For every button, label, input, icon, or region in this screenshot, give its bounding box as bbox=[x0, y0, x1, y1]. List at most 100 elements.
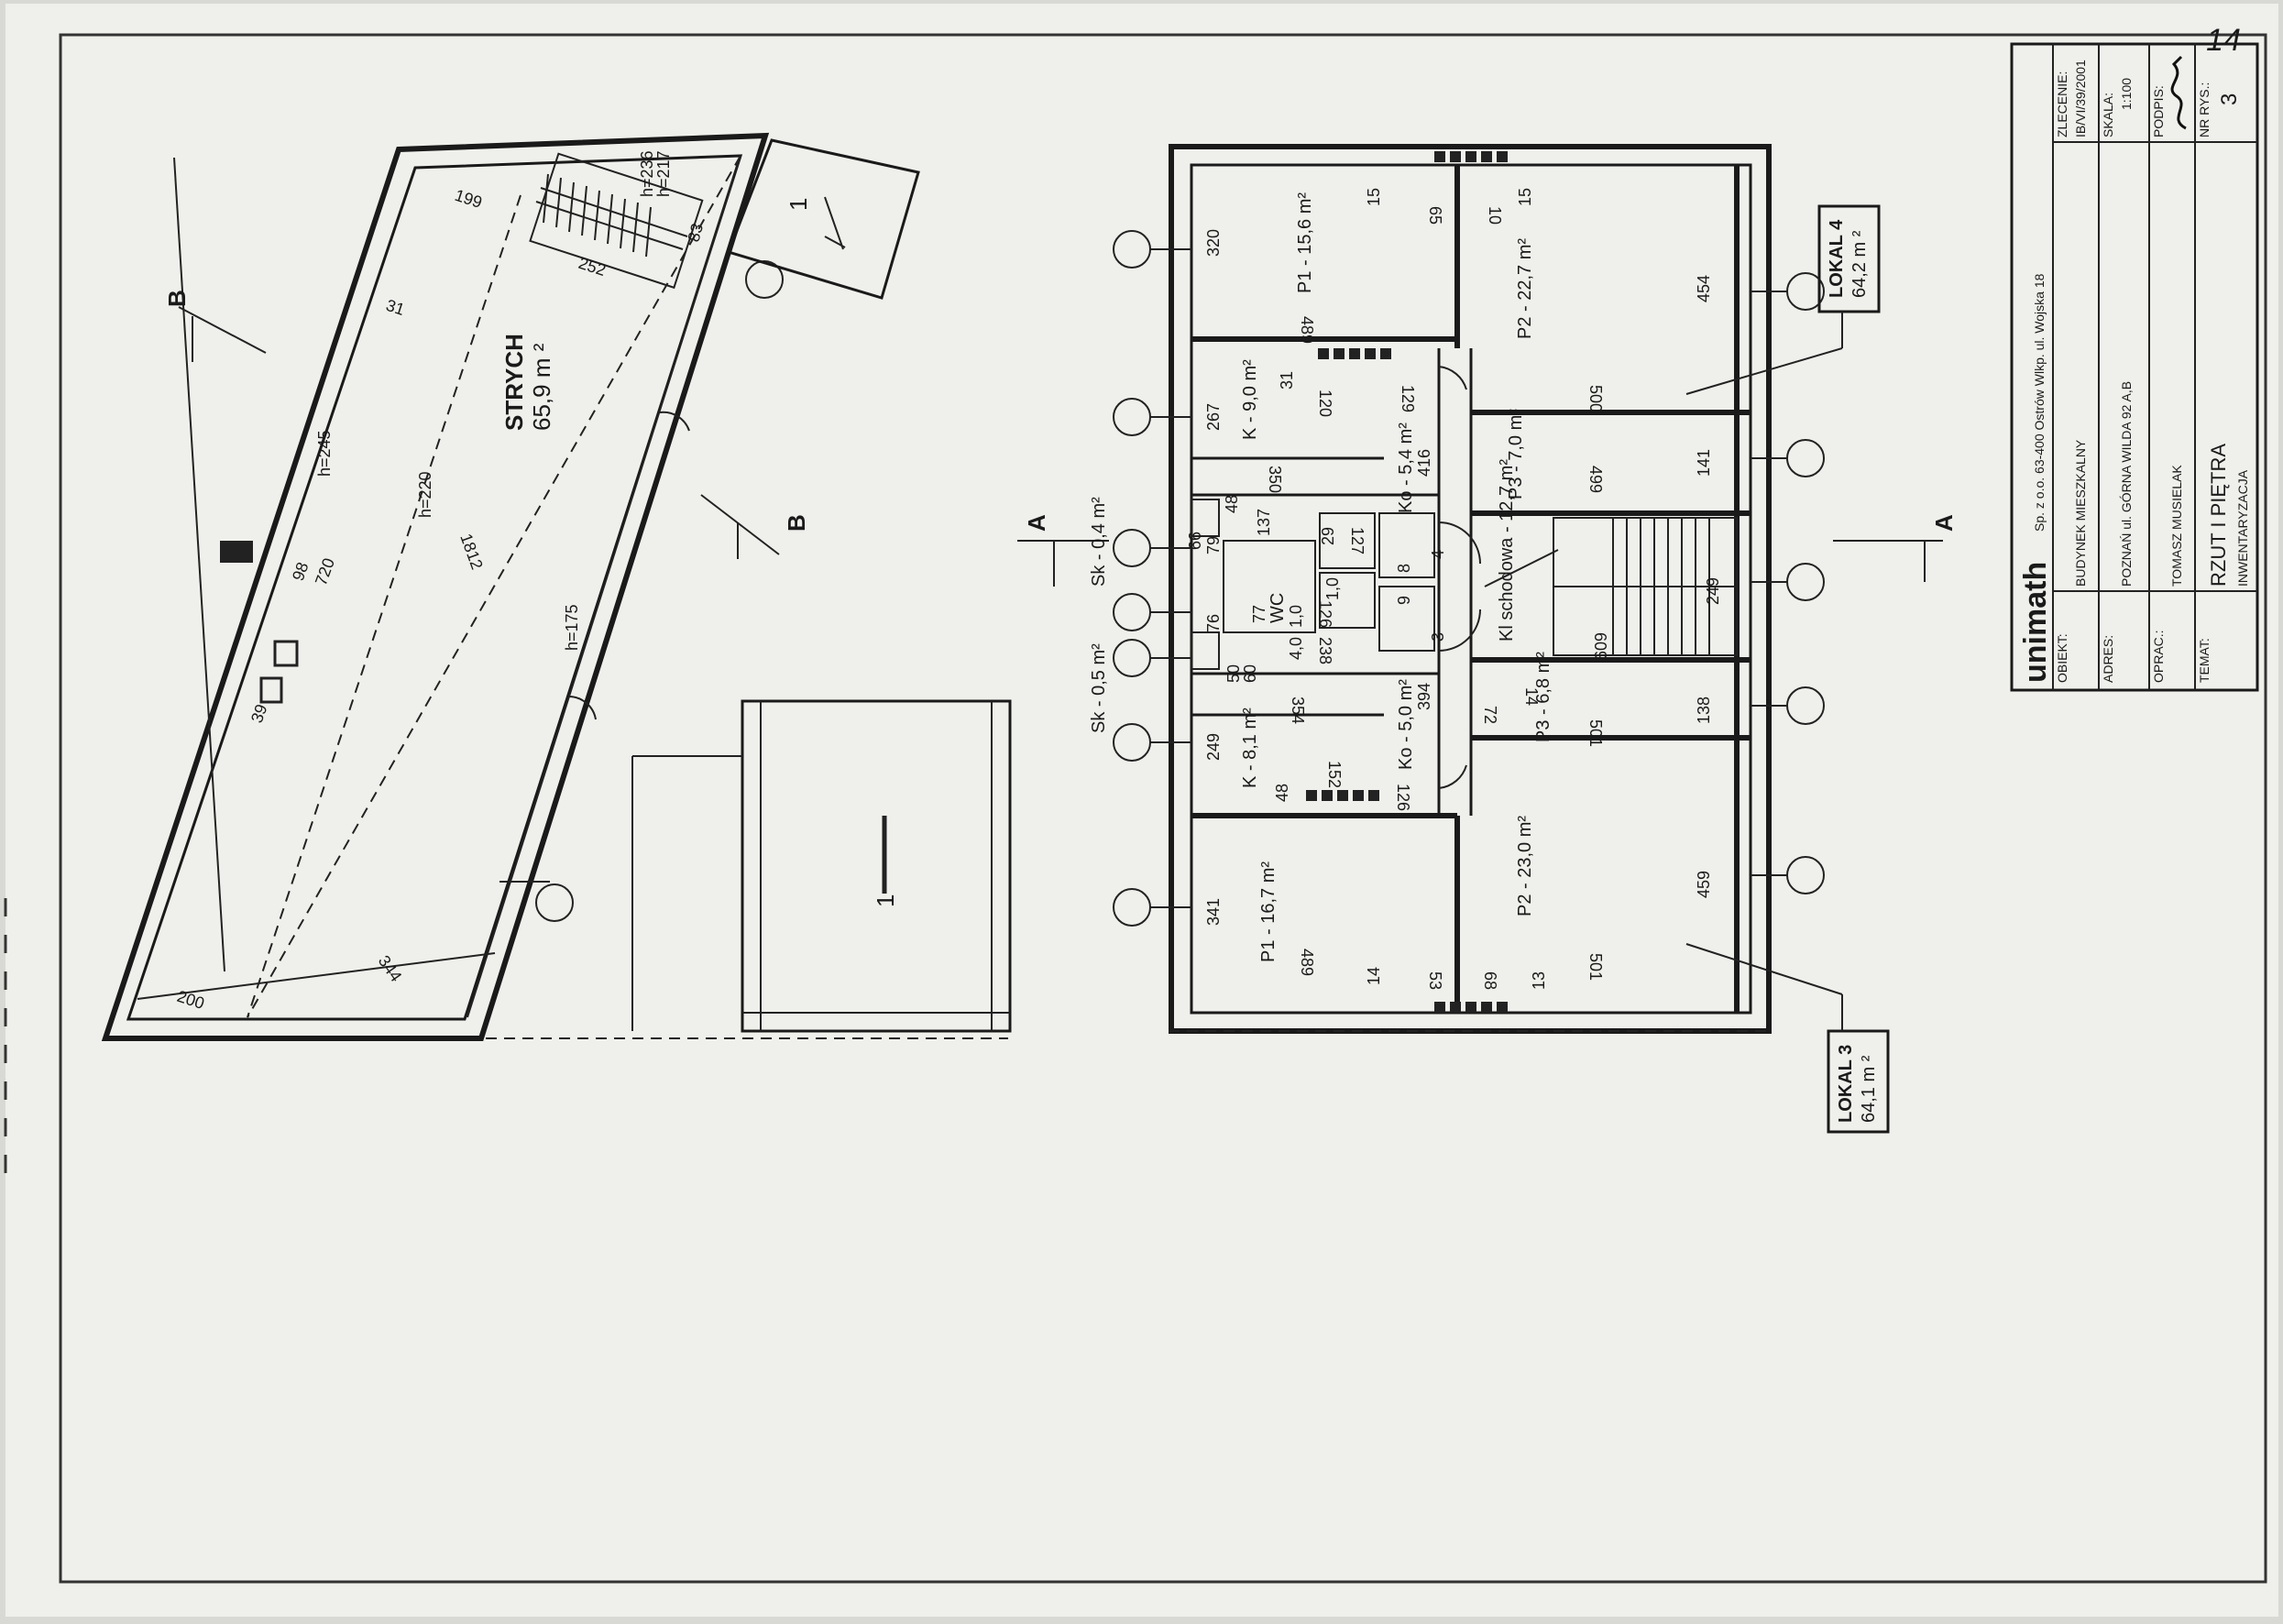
temat-value: RZUT I PIĘTRA bbox=[2207, 444, 2230, 587]
dim-wc-6: 76 bbox=[1204, 614, 1223, 632]
dim-wc-3: 126 bbox=[1316, 600, 1334, 628]
temat-sub-value: INWENTARYZACJA bbox=[2235, 469, 2250, 587]
adjacent-buildings: 1 1 bbox=[486, 138, 1012, 1039]
attic-inner-wall bbox=[126, 154, 743, 1021]
lokal-3-name: LOKAL 3 bbox=[1836, 1045, 1856, 1123]
dim-p2-bottom-b: 501 bbox=[1586, 953, 1605, 981]
obiekt-value: BUDYNEK MIESZKALNY bbox=[2073, 439, 2088, 587]
chimney-vents bbox=[1306, 151, 1508, 1013]
room-p3-top: P3 - 7,0 m² bbox=[1506, 409, 1526, 499]
lokal-3-box bbox=[1827, 1029, 1890, 1134]
dim-stair-c: 4 bbox=[1429, 550, 1447, 559]
dim-wc-5: 79 bbox=[1204, 536, 1223, 554]
nr-rys-label: NR RYS.: bbox=[2197, 82, 2212, 137]
dim-p2-top-b: 500 bbox=[1586, 385, 1605, 412]
attic-plan: B B STRYCH 65,9 m ² h=245 h=220 h=175 h=… bbox=[101, 132, 810, 1041]
attic-room-name: STRYCH bbox=[500, 334, 528, 431]
dim-p1-top-c: 15 bbox=[1365, 188, 1383, 206]
dim-ko-bottom-b: 126 bbox=[1394, 784, 1412, 811]
axis-markers bbox=[1113, 230, 1825, 927]
dim-k-top-d: 129 bbox=[1399, 385, 1417, 412]
nr-rys-value: 3 bbox=[2217, 93, 2242, 105]
room-ko-top: Ko - 5,4 m² bbox=[1396, 422, 1416, 513]
dim-wc-1: 137 bbox=[1255, 509, 1273, 536]
title-block: unimath Sp. z o.o. 63-400 Ostrów Wlkp. u… bbox=[2010, 23, 2259, 692]
dim-wc-13: 8 bbox=[1395, 564, 1413, 573]
dim-p1-bottom-c: 14 bbox=[1365, 967, 1383, 985]
attic-stairs bbox=[529, 152, 704, 290]
door-icon bbox=[1438, 521, 1481, 565]
floor-plan: A A P1 - 15,6 m² 320 489 15 65 P2 - 22,7… bbox=[1017, 144, 1958, 1134]
obiekt-label: OBIEKT: bbox=[2055, 633, 2069, 683]
oprac-value: TOMASZ MUSIELAK bbox=[2169, 465, 2184, 587]
room-k-bottom: K - 8,1 m² bbox=[1240, 708, 1260, 788]
dim-stair-d: 3 bbox=[1429, 632, 1447, 642]
room-staircase: Kl schodowa - 12,7 m² bbox=[1497, 459, 1517, 642]
dim-p1-bottom-b: 489 bbox=[1298, 949, 1316, 976]
lokal-4-name: LOKAL 4 bbox=[1827, 219, 1847, 298]
dim-k-top-a: 267 bbox=[1204, 403, 1223, 431]
skala-value: 1:100 bbox=[2119, 78, 2134, 110]
room-ko-bottom: Ko - 5,0 m² bbox=[1396, 679, 1416, 770]
dim-wc-2: 127 bbox=[1348, 527, 1367, 554]
attic-height-2: h=220 bbox=[416, 471, 434, 518]
adjacent-building-number-1: 1 bbox=[785, 198, 812, 211]
lokal-4-area: 64,2 m ² bbox=[1849, 230, 1870, 298]
dim-p3-bottom-d: 14 bbox=[1522, 687, 1541, 706]
dim-p2-bottom-d: 13 bbox=[1530, 971, 1548, 990]
dim-ko-bottom-a: 394 bbox=[1415, 683, 1433, 710]
dim-wc-16: 1,0 bbox=[1287, 605, 1305, 628]
dim-p3-bottom-a: 501 bbox=[1586, 719, 1605, 747]
dim-k-top-b: 31 bbox=[1278, 371, 1296, 390]
adres-value: POZNAŃ ul. GÓRNA WILDA 92 A,B bbox=[2119, 381, 2134, 587]
dim-p3-bottom-b: 138 bbox=[1695, 697, 1713, 724]
dim-p3-top-b: 141 bbox=[1695, 449, 1713, 477]
adjacent-building-number-2: 1 bbox=[872, 894, 899, 907]
zlecenie-value: IB/VI/39/2001 bbox=[2073, 60, 2088, 137]
attic-outer-wall bbox=[101, 132, 770, 1041]
dim-k-bottom-c: 152 bbox=[1325, 761, 1344, 788]
podpis-label: PODPIS: bbox=[2151, 85, 2166, 137]
attic-room-area: 65,9 m ² bbox=[528, 343, 555, 431]
chimney-icon bbox=[220, 541, 253, 563]
dim-wc-14: 9 bbox=[1395, 596, 1413, 605]
room-sk-top: Sk - 0,4 m² bbox=[1089, 497, 1109, 587]
sheet-border bbox=[59, 33, 2267, 1584]
dim-k-bottom-d: 48 bbox=[1273, 784, 1291, 802]
dim-k-bottom-a: 249 bbox=[1204, 733, 1223, 761]
section-a-label-1: A bbox=[1023, 514, 1050, 532]
dim-ko-top-a: 416 bbox=[1415, 449, 1433, 477]
dim-p1-top-a: 320 bbox=[1204, 229, 1223, 257]
skala-label: SKALA: bbox=[2101, 93, 2115, 137]
room-p3-bottom: P3 - 6,8 m² bbox=[1533, 652, 1553, 742]
room-p1-bottom: P1 - 16,7 m² bbox=[1258, 861, 1279, 962]
room-p1-top: P1 - 15,6 m² bbox=[1295, 192, 1315, 293]
dim-p1-bottom-a: 341 bbox=[1204, 898, 1223, 926]
zlecenie-label: ZLECENIE: bbox=[2055, 71, 2069, 137]
dim-p2-top-d: 10 bbox=[1486, 206, 1504, 225]
dim-wc-9: 50 bbox=[1224, 664, 1243, 683]
dim-k-top-c: 120 bbox=[1316, 390, 1334, 417]
dim-wc-12: 29 bbox=[1319, 527, 1337, 545]
dim-p1-top-d: 65 bbox=[1426, 206, 1444, 225]
adres-label: ADRES: bbox=[2101, 635, 2115, 683]
dim-ko-top-b: 350 bbox=[1266, 466, 1284, 493]
room-k-top: K - 9,0 m² bbox=[1240, 359, 1260, 440]
dim-p2-top-a: 454 bbox=[1695, 275, 1713, 302]
dim-wc-4: 238 bbox=[1316, 637, 1334, 664]
attic-height-4: h=236 bbox=[638, 150, 656, 197]
dim-wc-15: 4,0 bbox=[1287, 637, 1305, 660]
room-p2-bottom: P2 - 23,0 m² bbox=[1515, 816, 1535, 916]
room-p2-top: P2 - 22,7 m² bbox=[1515, 238, 1535, 339]
company-address: Sp. z o.o. 63-400 Ostrów Wlkp. ul. Wojsk… bbox=[2032, 273, 2047, 532]
staircase bbox=[1484, 517, 1738, 656]
dim-p1-top-b: 489 bbox=[1298, 316, 1316, 344]
attic-height-1: h=245 bbox=[315, 430, 334, 477]
dim-wc-17: 1,0 bbox=[1323, 577, 1342, 600]
signature-icon bbox=[2170, 55, 2187, 130]
lokal-3-area: 64,1 m ² bbox=[1859, 1055, 1879, 1123]
company-logo-text: unimath bbox=[2018, 562, 2053, 683]
dim-wc-7: 66 bbox=[1186, 532, 1204, 550]
room-wc: WC bbox=[1268, 593, 1288, 623]
